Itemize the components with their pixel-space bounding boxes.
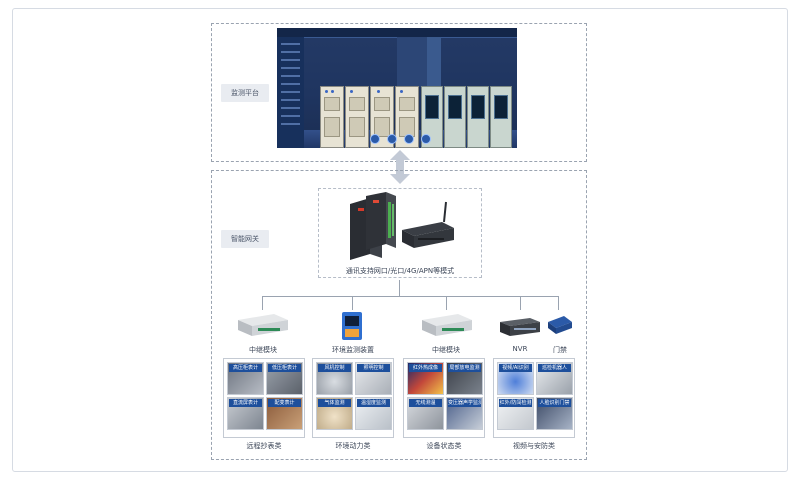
cell-label: 无线测温: [409, 399, 442, 407]
control-panel: [421, 86, 443, 148]
drop-line: [262, 296, 263, 310]
category-cell: 变压器声学监测: [446, 397, 483, 430]
cell-label: 高压柜表计: [229, 364, 262, 372]
cell-label: 变压器声学监测: [448, 399, 481, 407]
control-panel: [444, 86, 466, 148]
category-group: 高压柜表计 低压柜表计 直流屏表计 配变表计: [223, 358, 305, 438]
group-label: 环境动力类: [335, 442, 371, 450]
gateway-device-icon: [350, 192, 454, 260]
gateway-section: [211, 170, 587, 460]
drop-line: [558, 296, 559, 310]
gateway-label: 智能网关: [221, 230, 269, 248]
trunk-line: [399, 280, 400, 296]
screen-side-menu: [277, 37, 304, 148]
category-cell: 直流屏表计: [227, 397, 264, 430]
relay-module-icon: [422, 314, 472, 336]
category-cell: 风机控制: [316, 362, 353, 395]
category-cell: 照明控制: [355, 362, 392, 395]
category-cell: 配变表计: [266, 397, 303, 430]
screen-wall-panel: [427, 37, 441, 87]
group-label: 视频与安防类: [513, 442, 555, 450]
device-label: 门禁: [553, 346, 567, 354]
cell-label: 红外热成像: [409, 364, 442, 372]
outer-frame: [12, 8, 788, 472]
switch-cabinet: [345, 86, 369, 148]
cell-label: 巡检机器人: [538, 364, 571, 372]
cell-label: 局部放电监测: [448, 364, 481, 372]
cell-label: 直流屏表计: [229, 399, 262, 407]
cell-label: 人脸识别门禁: [538, 399, 571, 407]
category-cell: 高压柜表计: [227, 362, 264, 395]
category-cell: 气体监测: [316, 397, 353, 430]
category-group: 视频/AI识别 巡检机器人 红外/防闯检测 人脸识别门禁: [493, 358, 575, 438]
gateway-device-box: [318, 188, 482, 278]
device-label: 中继模块: [432, 346, 460, 354]
nav-button[interactable]: [387, 134, 397, 144]
cell-label: 低压柜表计: [268, 364, 301, 372]
drop-line: [520, 296, 521, 310]
category-cell: 视频/AI识别: [497, 362, 534, 395]
category-cell: 红外热成像: [407, 362, 444, 395]
category-cell: 局部放电监测: [446, 362, 483, 395]
gateway-caption: 通讯支持网口/光口/4G/APN等模式: [345, 267, 455, 275]
nvr-icon: [500, 318, 540, 336]
switch-cabinet: [320, 86, 344, 148]
cell-label: 气体监测: [318, 399, 351, 407]
access-control-icon: [548, 316, 572, 334]
category-group: 红外热成像 局部放电监测 无线测温 变压器声学监测: [403, 358, 485, 438]
platform-label: 监测平台: [221, 84, 269, 102]
control-panel: [467, 86, 489, 148]
control-panel: [490, 86, 512, 148]
relay-module-icon: [238, 314, 288, 336]
device-label: NVR: [512, 345, 528, 353]
drop-line: [352, 296, 353, 310]
drop-line: [446, 296, 447, 310]
cell-label: 风机控制: [318, 364, 351, 372]
screen-wall-panel: [397, 37, 427, 87]
environment-monitor-icon: [342, 312, 362, 340]
cell-label: 温湿度监测: [357, 399, 390, 407]
category-cell: 无线测温: [407, 397, 444, 430]
monitoring-platform-screenshot: [277, 28, 517, 148]
category-cell: 红外/防闯检测: [497, 397, 534, 430]
bidirectional-arrow-icon: [390, 150, 410, 184]
device-label: 环境监测装置: [332, 346, 374, 354]
cell-label: 红外/防闯检测: [499, 399, 532, 407]
group-label: 设备状态类: [426, 442, 462, 450]
category-cell: 温湿度监测: [355, 397, 392, 430]
nav-button[interactable]: [421, 134, 431, 144]
device-label: 中继模块: [249, 346, 277, 354]
switch-cabinet: [370, 86, 394, 148]
category-group: 风机控制 照明控制 气体监测 温湿度监测: [312, 358, 394, 438]
bus-line: [262, 296, 558, 297]
cell-label: 视频/AI识别: [499, 364, 532, 372]
cell-label: 照明控制: [357, 364, 390, 372]
category-cell: 低压柜表计: [266, 362, 303, 395]
nav-button[interactable]: [370, 134, 380, 144]
category-cell: 巡检机器人: [536, 362, 573, 395]
screen-nav-buttons: [370, 134, 440, 144]
cell-label: 配变表计: [268, 399, 301, 407]
category-cell: 人脸识别门禁: [536, 397, 573, 430]
group-label: 远程抄表类: [246, 442, 282, 450]
nav-button[interactable]: [404, 134, 414, 144]
